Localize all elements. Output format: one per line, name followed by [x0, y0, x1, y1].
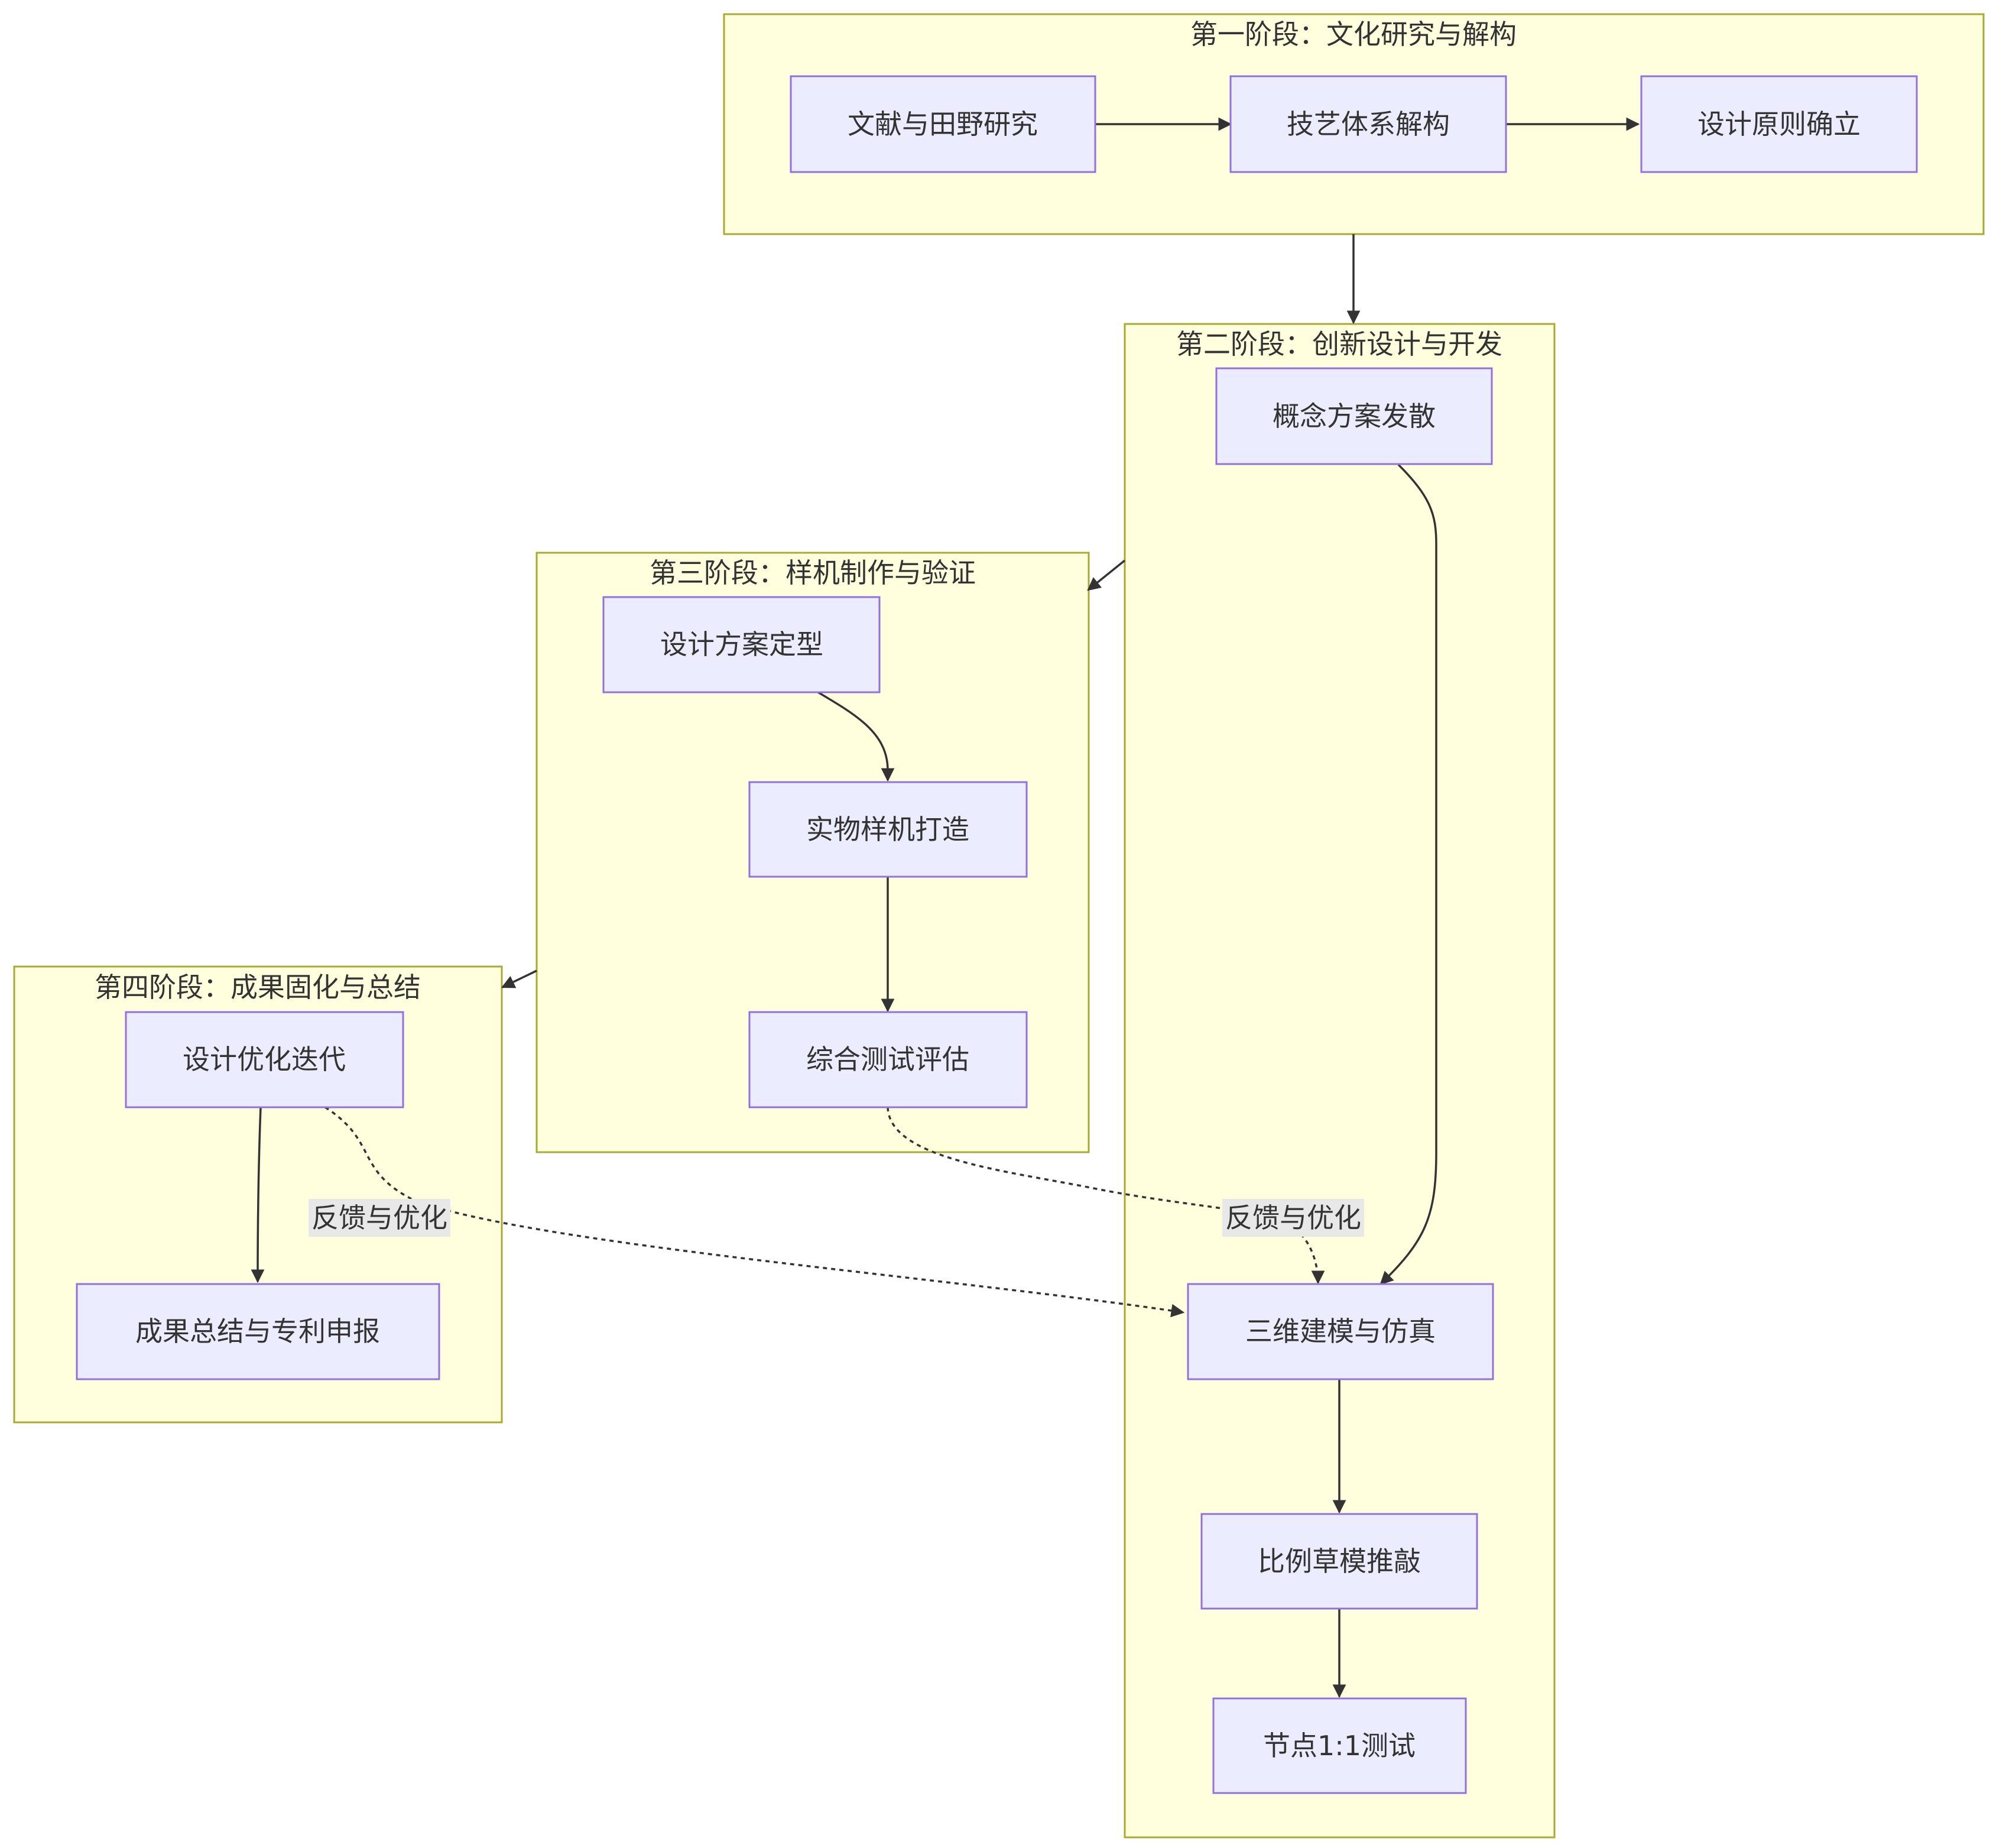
node-label: 概念方案发散: [1273, 400, 1436, 432]
node-label: 技艺体系解构: [1287, 108, 1450, 140]
node-label: 文献与田野研究: [848, 108, 1038, 140]
node-modeling-simulation[interactable]: 三维建模与仿真: [1187, 1283, 1494, 1380]
node-joint-full-scale-test[interactable]: 节点1:1测试: [1212, 1697, 1467, 1794]
edge-concept-to-modeling: [1379, 463, 1437, 1285]
edge-label-testing-feedback: 反馈与优化: [1222, 1199, 1364, 1237]
node-label: 成果总结与专利申报: [135, 1315, 380, 1347]
node-literature-field-research[interactable]: 文献与田野研究: [790, 75, 1096, 173]
node-label: 设计原则确立: [1697, 108, 1861, 140]
edge-label-text: 反馈与优化: [311, 1202, 447, 1234]
edge-phase3-to-phase4: [501, 970, 537, 988]
node-label: 设计优化迭代: [183, 1043, 346, 1075]
phase-4-title: 第四阶段：成果固化与总结: [95, 971, 421, 1003]
edge-label-iteration-feedback: 反馈与优化: [309, 1199, 450, 1237]
node-design-finalization[interactable]: 设计方案定型: [602, 596, 881, 693]
edge-testing-feedback-to-modeling: [887, 1107, 1325, 1285]
edge-label-text: 反馈与优化: [1225, 1202, 1361, 1234]
node-design-iteration[interactable]: 设计优化迭代: [125, 1011, 404, 1108]
edges: [251, 117, 1640, 1698]
edge-iteration-feedback-to-modeling: [324, 1106, 1185, 1318]
node-label: 三维建模与仿真: [1245, 1315, 1436, 1347]
node-label: 综合测试评估: [806, 1043, 969, 1075]
node-design-principles-established[interactable]: 设计原则确立: [1640, 75, 1918, 173]
phase-2-title: 第二阶段：创新设计与开发: [1176, 328, 1502, 360]
edge-iteration-to-summary: [251, 1107, 265, 1283]
node-label: 节点1:1测试: [1263, 1730, 1416, 1762]
node-physical-prototype[interactable]: 实物样机打造: [748, 781, 1028, 878]
node-craft-system-deconstruction[interactable]: 技艺体系解构: [1229, 75, 1507, 173]
node-scale-sketch-model[interactable]: 比例草模推敲: [1200, 1513, 1478, 1610]
node-label: 设计方案定型: [660, 628, 823, 660]
node-summary-patent[interactable]: 成果总结与专利申报: [76, 1283, 440, 1380]
phase-3-title: 第三阶段：样机制作与验证: [650, 557, 976, 589]
node-concept-divergence[interactable]: 概念方案发散: [1215, 367, 1493, 465]
edge-finalization-to-prototype: [817, 691, 895, 782]
node-label: 比例草模推敲: [1258, 1545, 1421, 1577]
node-comprehensive-testing[interactable]: 综合测试评估: [748, 1011, 1028, 1108]
node-label: 实物样机打造: [806, 813, 969, 845]
edge-phase2-to-phase3: [1087, 559, 1126, 591]
phase-1-title: 第一阶段：文化研究与解构: [1190, 18, 1517, 50]
